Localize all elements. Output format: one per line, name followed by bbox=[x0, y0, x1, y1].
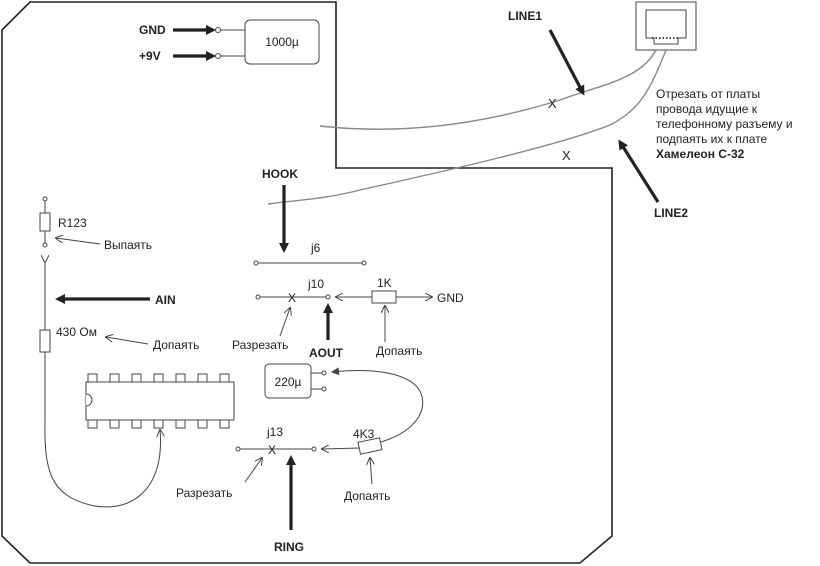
note-board-name: Хамелеон С-32 bbox=[656, 147, 745, 161]
j13-cut-mark: X bbox=[268, 443, 276, 457]
capacitor-220u-label: 220µ bbox=[275, 375, 302, 389]
phone-jack-group: X X LINE1 LINE2 bbox=[267, 1, 697, 220]
capacitor-220u-pad-1 bbox=[321, 370, 327, 376]
left-signal-group: R123 Выпаять AIN 430 Ом Допаять bbox=[39, 196, 199, 508]
instruction-note: Отрезать от платы провода идущие к телеф… bbox=[656, 87, 793, 161]
j10-label: j10 bbox=[307, 277, 324, 291]
r123-vypayat-label: Выпаять bbox=[104, 238, 152, 252]
gnd-input-pad bbox=[215, 27, 221, 33]
capacitor-220u bbox=[264, 363, 312, 399]
line1-cut-mark: X bbox=[548, 96, 557, 111]
j6-pad-left bbox=[253, 260, 259, 266]
ain-label: AIN bbox=[155, 293, 176, 307]
capacitor-220-group: 220µ bbox=[264, 363, 327, 399]
ic-chip-pins-top bbox=[87, 373, 230, 383]
line1-wire bbox=[319, 49, 657, 130]
note-line-2: провода идущие к bbox=[656, 102, 758, 116]
capacitor-1000u-label: 1000µ bbox=[265, 35, 299, 49]
j10-razrezat-label: Разрезать bbox=[232, 338, 288, 352]
j13-pad-right bbox=[311, 446, 317, 452]
gnd-output-label: GND bbox=[437, 291, 464, 305]
resistor-4k3-label: 4K3 bbox=[353, 427, 375, 441]
hook-group: HOOK j6 bbox=[253, 167, 367, 266]
j13-razrezat-label: Разрезать bbox=[176, 486, 232, 500]
note-line-1: Отрезать от платы bbox=[656, 87, 760, 101]
wire-4k3-to-cap bbox=[331, 367, 424, 443]
line2-cut-mark: X bbox=[562, 148, 571, 163]
board-outline bbox=[1, 1, 613, 564]
r123-pad-top bbox=[42, 196, 48, 202]
resistor-430-dopayat-label: Допаять bbox=[153, 338, 199, 352]
line2-label: LINE2 bbox=[654, 206, 688, 220]
r123-pad-bottom bbox=[42, 242, 48, 248]
resistor-4k3 bbox=[357, 437, 383, 455]
aout-label: AOUT bbox=[309, 346, 344, 360]
j13-label: j13 bbox=[266, 425, 283, 439]
resistor-1k bbox=[371, 290, 397, 304]
signal-wire-to-chip bbox=[44, 352, 161, 508]
note-line-4: подпаять их к плате bbox=[656, 132, 768, 146]
capacitor-1000u bbox=[244, 19, 320, 65]
line2-arrow bbox=[618, 139, 660, 203]
line1-arrow bbox=[548, 29, 585, 96]
j6-pad-right bbox=[361, 260, 367, 266]
resistor-430 bbox=[39, 329, 51, 353]
j10-pad-right bbox=[325, 294, 331, 300]
resistor-1k-label: 1K bbox=[377, 276, 392, 290]
gnd-input-label: GND bbox=[139, 23, 166, 37]
ic-chip-pins-bottom bbox=[87, 419, 230, 429]
line2-wire bbox=[267, 49, 667, 205]
j6-label: j6 bbox=[310, 241, 321, 255]
ic-chip-notch bbox=[85, 393, 93, 407]
resistor-4k3-dopayat-label: Допаять bbox=[344, 489, 390, 503]
note-line-3: телефонному разъему и bbox=[656, 117, 793, 131]
j13-pad-left bbox=[235, 446, 241, 452]
resistor-1k-dopayat-label: Допаять bbox=[376, 344, 422, 358]
rj11-jack-icon bbox=[635, 1, 697, 51]
v9-input-pad bbox=[215, 53, 221, 59]
power-input-group: GND +9V 1000µ bbox=[139, 19, 320, 65]
j10-group: j10 X 1K GND Разрезать AOUT Допаять bbox=[232, 276, 464, 360]
j10-pad-left bbox=[255, 294, 261, 300]
capacitor-220u-pad-2 bbox=[321, 386, 327, 392]
v9-input-label: +9V bbox=[139, 49, 161, 63]
resistor-r123 bbox=[39, 212, 51, 232]
resistor-430-label: 430 Ом bbox=[56, 325, 97, 339]
j10-cut-mark: X bbox=[288, 291, 296, 305]
r123-label: R123 bbox=[58, 216, 87, 230]
hook-label: HOOK bbox=[262, 167, 298, 181]
j13-group: j13 X 4K3 Разрезать Допаять RING bbox=[176, 367, 424, 554]
ic-chip bbox=[85, 373, 235, 429]
ring-label: RING bbox=[274, 540, 304, 554]
ic-chip-body bbox=[85, 381, 235, 421]
line1-label: LINE1 bbox=[508, 9, 542, 23]
